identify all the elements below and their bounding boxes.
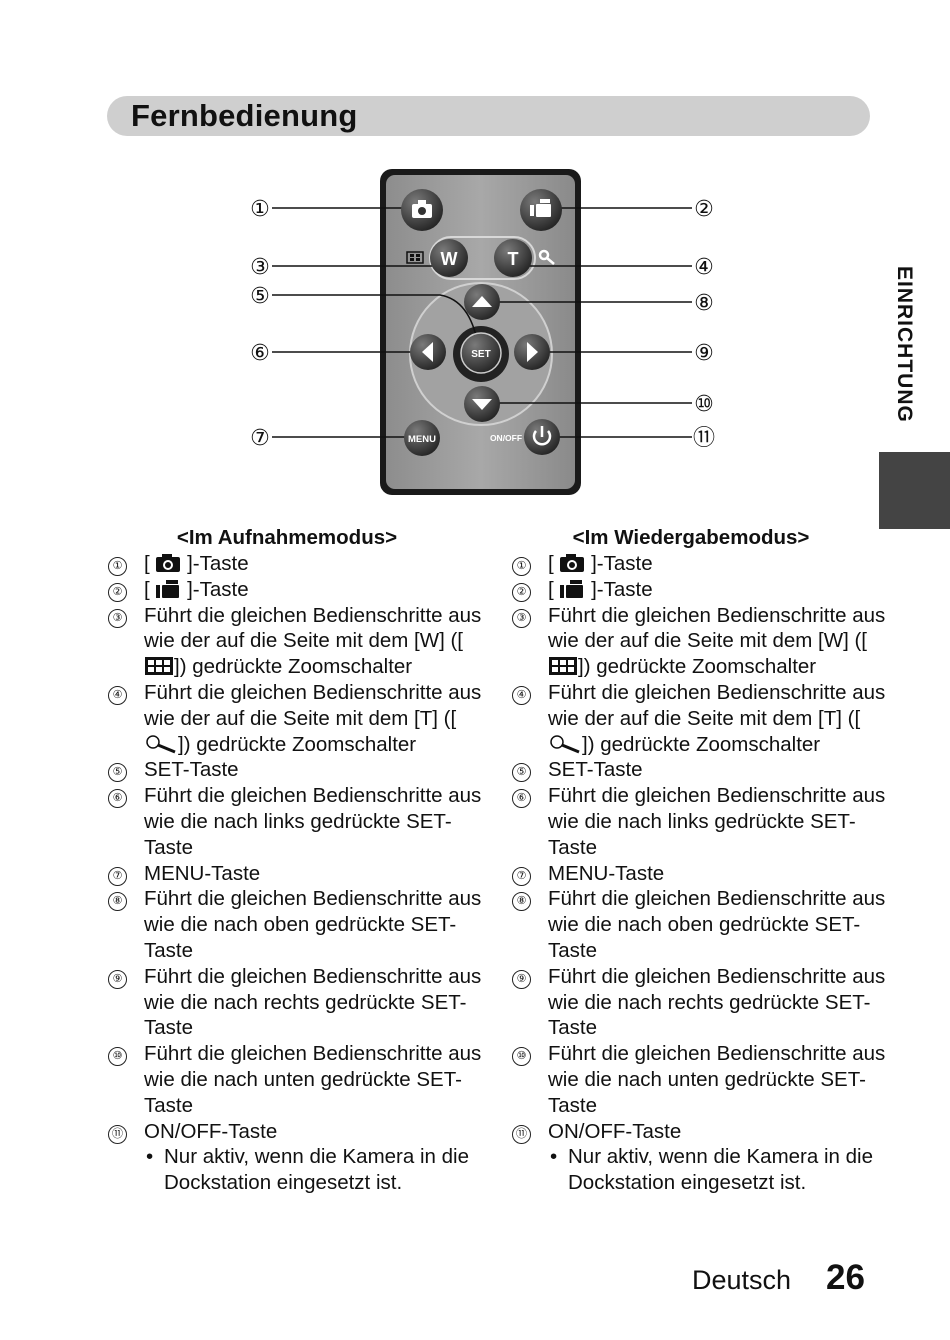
arrow-down-icon [472,399,492,410]
item-number: ⑧ [108,892,127,912]
item-number: ③ [512,608,531,628]
item-number: ⑥ [108,789,127,809]
list-item: ⑩ Führt die gleichen Bedienschritte aus … [511,1041,891,1118]
chapter-tab-marker [879,452,950,529]
list-item: ⑦ MENU-Taste [107,861,487,887]
magnify-icon [146,734,176,753]
callout-7: ⑦ [250,426,270,451]
arrow-right-icon [527,342,538,362]
item-number: ④ [512,685,531,705]
camera-icon [560,554,585,572]
list-item: ⑦ MENU-Taste [511,861,891,887]
callout-labels: ① ② ③ ④ ⑤ ⑥ ⑦ ⑧ ⑨ ⑩ ⑪ [250,197,715,451]
menu-button [404,420,440,456]
item-number: ② [108,582,127,602]
callout-5: ⑤ [250,284,270,309]
magnify-icon [538,249,555,265]
chapter-tab-label: EINRICHTUNG [893,266,916,423]
item-number: ⑨ [108,969,127,989]
video-camera-icon [536,204,551,217]
playback-mode-heading: <Im Wiedergabemodus> [572,526,810,549]
list-item: ⑪ ON/OFF-Taste [511,1119,891,1145]
set-label: SET [471,349,490,360]
zoom-t-label: T [508,249,519,269]
remote-control-illustration: W T SET MENU ON/OFF ① ② ③ ④ ⑤ ⑥ ⑦ ⑧ ⑨ ⑩ … [250,169,715,495]
list-item: ⑩ Führt die gleichen Bedienschritte aus … [107,1041,487,1118]
list-item: ⑪ ON/OFF-Taste [107,1119,487,1145]
index-grid-icon [549,657,577,676]
list-item: ⑧ Führt die gleichen Bedienschritte aus … [511,886,891,963]
item-number: ⑧ [512,892,531,912]
video-camera-icon [560,579,584,598]
callout-2: ② [694,197,714,222]
item-number: ① [108,557,127,576]
item-number: ⑩ [512,1047,531,1067]
item-number: ⑪ [512,1124,531,1144]
callout-8: ⑧ [694,291,714,316]
callout-9: ⑨ [694,341,714,366]
power-icon [532,426,552,446]
arrow-left-icon [422,342,433,362]
item-number: ② [512,582,531,602]
list-item: ⑤ SET-Taste [107,757,487,783]
list-item: ⑥ Führt die gleichen Bedienschritte aus … [511,783,891,860]
note-bullet: • Nur aktiv, wenn die Kamera in die Dock… [550,1145,873,1195]
note-bullet: • Nur aktiv, wenn die Kamera in die Dock… [146,1145,469,1195]
list-item: ⑨ Führt die gleichen Bedienschritte aus … [107,964,487,1041]
item-number: ① [512,557,531,576]
callout-4: ④ [694,255,714,280]
menu-label: MENU [408,434,436,445]
item-number: ⑨ [512,969,531,989]
list-item: ① [ ]-Taste [511,551,891,577]
callout-6: ⑥ [250,341,270,366]
item-number: ⑩ [108,1047,127,1067]
section-title-bar: Fernbedienung [107,96,870,136]
playback-mode-list: <Im Wiedergabemodus> ① [ ]-Taste ② [ ]-T… [511,525,891,1196]
list-item: ⑤ SET-Taste [511,757,891,783]
item-number: ⑤ [512,763,531,783]
zoom-w-button [430,239,468,277]
item-number: ⑦ [108,866,127,886]
list-item: ⑥ Führt die gleichen Bedienschritte aus … [107,783,487,860]
list-item: ② [ ]-Taste [107,577,487,603]
page-number: 26 [826,1258,865,1297]
list-item: ④ Führt die gleichen Bedienschritte aus … [511,680,891,757]
item-number: ④ [108,685,127,705]
list-item: ④ Führt die gleichen Bedienschritte aus … [107,680,487,757]
page-title: Fernbedienung [131,98,358,133]
callout-10: ⑩ [694,392,714,417]
index-grid-icon [145,657,173,676]
list-item: ⑨ Führt die gleichen Bedienschritte aus … [511,964,891,1041]
callout-11: ⑪ [693,426,715,451]
zoom-t-button [494,239,532,277]
onoff-label: ON/OFF [490,433,522,443]
recording-mode-heading: <Im Aufnahmemodus> [176,526,398,549]
item-number: ⑤ [108,763,127,783]
item-number: ③ [108,608,127,628]
arrow-up-icon [472,296,492,307]
list-item: ③ Führt die gleichen Bedienschritte aus … [107,603,487,680]
item-number: ⑪ [108,1124,127,1144]
list-item: ⑧ Führt die gleichen Bedienschritte aus … [107,886,487,963]
index-grid-icon [406,251,424,264]
callout-1: ① [250,197,270,222]
video-camera-icon [156,579,180,598]
magnify-icon [550,734,580,753]
zoom-w-label: W [441,249,458,269]
callout-3: ③ [250,255,270,280]
recording-mode-list: <Im Aufnahmemodus> ① [ ]-Taste ② [ ]-Tas… [107,525,487,1196]
list-item: ① [ ]-Taste [107,551,487,577]
list-item: ③ Führt die gleichen Bedienschritte aus … [511,603,891,680]
footer-language: Deutsch [692,1265,792,1295]
set-button [460,332,502,374]
camera-icon [156,554,181,572]
item-number: ⑥ [512,789,531,809]
item-number: ⑦ [512,866,531,886]
list-item: ② [ ]-Taste [511,577,891,603]
